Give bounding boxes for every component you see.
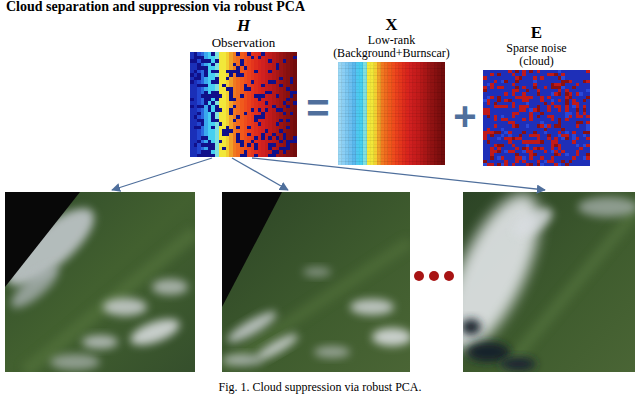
matrix-description: Observation [179,35,309,50]
matrix-heading: ESparse noise (cloud) [492,24,582,68]
satellite-image [0,192,195,372]
matrix-heatmap [338,62,445,165]
matrix-symbol: E [492,24,582,42]
matrix-box: HObservation [190,52,297,157]
operator-sign: + [453,96,476,136]
ellipsis-dot [414,271,424,281]
leader-arrow [112,158,212,190]
matrix-heading: XLow-rank (Background+Burnscar) [324,16,459,60]
figure-caption: Fig. 1. Cloud suppression via robust PCA… [218,380,421,394]
satellite-image [428,181,638,372]
matrix-heading: HObservation [179,17,309,50]
leader-arrow [232,158,288,190]
matrix-heatmap [190,52,297,157]
ellipsis-dot [444,271,454,281]
matrix-description: Low-rank (Background+Burnscar) [324,34,459,60]
matrix-symbol: X [324,16,459,34]
matrix-description: Sparse noise (cloud) [492,42,582,68]
satellite-image [222,192,412,372]
figure-title: Cloud separation and suppression via rob… [6,0,305,15]
matrix-box: XLow-rank (Background+Burnscar) [338,62,445,165]
leader-arrow [252,158,545,190]
matrix-heatmap [483,70,590,166]
matrix-box: ESparse noise (cloud) [483,70,590,166]
operator-sign: = [306,88,329,128]
ellipsis-dot [429,271,439,281]
matrix-symbol: H [179,17,309,35]
